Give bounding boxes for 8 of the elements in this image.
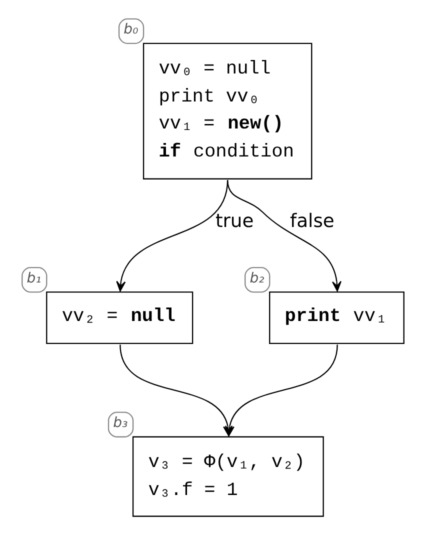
node-label: b₃ [113,415,128,432]
arrow [224,344,338,436]
edge-label: true [215,211,254,232]
edge-label: false [290,211,334,232]
node-label: b₂ [250,270,264,286]
node-label: b₀ [124,22,138,38]
arrow [227,180,342,292]
node-label: b₁ [26,270,42,286]
